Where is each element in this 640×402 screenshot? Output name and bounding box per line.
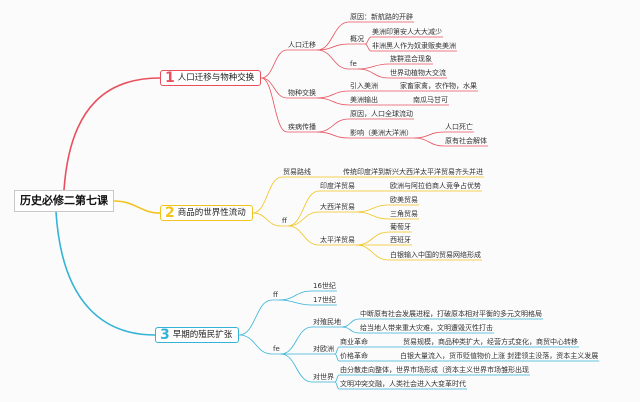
leaf-node: 西班牙: [390, 236, 411, 244]
connector: [316, 43, 350, 51]
leaf-node: 由分散走向整体，世界市场形成（资本主义世界市场雏形出现: [340, 366, 529, 374]
connector: [355, 204, 390, 213]
connector: [357, 63, 390, 70]
branch-label: 人口迁移与物种交换: [177, 73, 255, 83]
connector: [355, 244, 390, 261]
connector: [239, 334, 273, 355]
connector: [287, 190, 320, 227]
subtopic-commercial-revolution: 商业革命: [340, 338, 368, 346]
connector: [316, 131, 350, 139]
subtopic-into-americas: 引入美洲: [350, 82, 378, 90]
branch-number: 3: [160, 327, 170, 343]
subtopic-trade-routes: 贸易路线: [283, 168, 311, 176]
subtopic-time: ff: [273, 291, 278, 299]
subtopic-from-americas: 美洲输出: [350, 96, 378, 104]
subtopic-trade-regions: ff: [282, 217, 287, 225]
subtopic-species-exchange: 物种交换: [288, 89, 316, 97]
connector: [261, 77, 288, 133]
leaf-node: 世界动植物大交流: [390, 69, 446, 77]
main-connector-2: [113, 200, 161, 214]
connector: [280, 326, 313, 355]
leaf-node: 原因，人口全球流动: [350, 110, 413, 118]
connector: [357, 68, 390, 79]
branch-number: 2: [165, 205, 175, 221]
subtopic-disease-spread: 疾病传播: [288, 123, 316, 131]
leaf-node: 葡萄牙: [390, 223, 411, 231]
leaf-node: 欧美贸易: [390, 196, 418, 204]
subtopic-disease-impact: 影响（美洲大洋洲）: [350, 129, 413, 137]
connector: [316, 97, 350, 106]
connector: [341, 326, 360, 334]
leaf-node: 白银输入中国的贸易网络形成: [390, 251, 481, 259]
subtopic-colonial-impact: fe: [273, 345, 280, 353]
connector: [334, 353, 340, 362]
connector: [316, 21, 350, 51]
leaf-node: 传统印度洋到新兴大西洋太平洋贸易齐头并进: [343, 168, 483, 176]
connector: [413, 137, 445, 147]
connector: [334, 374, 340, 383]
subtopic-pacific-trade: 太平洋贸易: [320, 236, 355, 244]
leaf-node: 17世纪: [313, 296, 336, 304]
connector: [316, 118, 350, 133]
connector: [239, 299, 273, 336]
connector: [316, 49, 350, 70]
main-connector-1: [63, 77, 161, 191]
branch-topic-3: 3 早期的殖民扩张: [155, 327, 240, 343]
subtopic-indian-ocean-trade: 印度洋贸易: [320, 182, 355, 190]
connector: [334, 346, 340, 355]
subtopic-price-revolution: 价格革命: [340, 352, 368, 360]
connector: [278, 290, 313, 301]
connector: [261, 77, 288, 99]
subtopic-population-migration: 人口迁移: [288, 41, 316, 49]
subtopic-on-europe: 对欧洲: [313, 345, 334, 353]
branch-number: 1: [165, 70, 175, 86]
connector: [341, 318, 360, 328]
connector: [316, 90, 350, 99]
branch-topic-2: 2 商品的世界性流动: [160, 205, 253, 221]
leaf-node: 原有社会解体: [445, 137, 487, 145]
connector: [261, 49, 288, 79]
connector: [278, 299, 313, 306]
branch-topic-1: 1 人口迁移与物种交换: [160, 70, 262, 86]
leaf-node: 白银大量流入，货币贬值物价上涨 封建领主没落，资本主义发展: [400, 352, 599, 360]
leaf-node: 文明冲突交融，人类社会进入大变革时代: [340, 380, 466, 388]
leaf-node: 家畜家禽，农作物，水果: [400, 82, 477, 90]
leaf-node: 美洲印第安人大大减少: [372, 28, 442, 36]
leaf-node: 给当地人带来重大灾难，文明遭毁灭性打击: [360, 324, 493, 332]
subtopic-impact: fe: [350, 60, 357, 68]
subtopic-on-world: 对世界: [313, 373, 334, 381]
leaf-node: 原因：新航路的开辟: [350, 13, 413, 21]
subtopic-on-colonies: 对殖民地: [313, 318, 341, 326]
leaf-node: 非洲黑人作为奴隶贩卖美洲: [372, 42, 456, 50]
root-topic: 历史必修二第七课: [14, 190, 114, 212]
leaf-node: 欧洲与阿拉伯商人竞争占优势: [390, 182, 481, 190]
connector: [287, 211, 320, 227]
main-connector-3: [55, 211, 156, 336]
leaf-node: 南瓜马甘可: [413, 96, 448, 104]
connector: [287, 225, 320, 246]
leaf-node: 中断原有社会发展进程，打破原本相对平衡的多元文明格局: [360, 310, 542, 318]
subtopic-overview: 概况: [350, 35, 364, 43]
leaf-node: 人口死亡: [445, 123, 473, 131]
connector: [355, 231, 390, 246]
leaf-node: 族群混合现象: [390, 55, 432, 63]
branch-label: 早期的殖民扩张: [172, 330, 233, 340]
connector: [252, 176, 283, 214]
leaf-node: 三角贸易: [390, 210, 418, 218]
connector: [280, 353, 313, 383]
connector: [364, 43, 372, 52]
connector: [334, 381, 340, 390]
leaf-node: 16世纪: [313, 282, 336, 290]
leaf-node: 贸易规模，商品种类扩大，经营方式变化，商贸中心转移: [403, 338, 578, 346]
connector: [252, 212, 282, 227]
connector: [413, 131, 445, 139]
subtopic-atlantic-trade: 大西洋贸易: [320, 203, 355, 211]
branch-label: 商品的世界性流动: [177, 208, 246, 218]
connector: [364, 36, 372, 45]
connector: [355, 211, 390, 220]
